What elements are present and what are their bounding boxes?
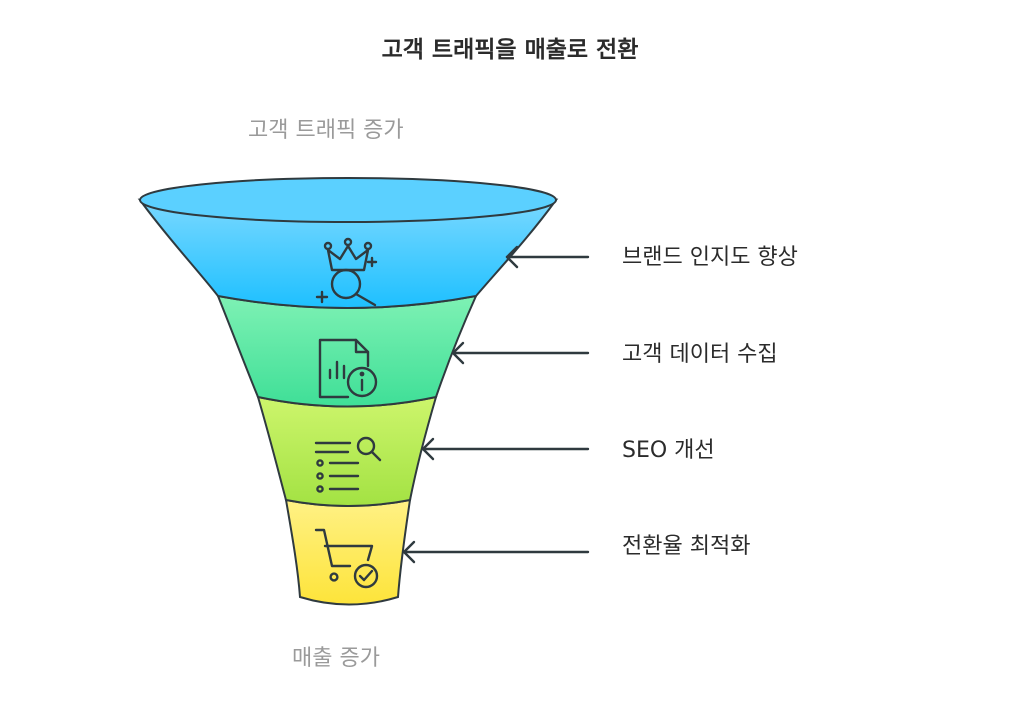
cart-check-icon (314, 528, 379, 589)
stage-label-3: SEO 개선 (622, 438, 715, 463)
arrow-stage-4 (402, 540, 590, 564)
stage-label-4: 전환율 최적화 (622, 534, 751, 559)
diagram-title: 고객 트래픽을 매출로 전환 (381, 37, 639, 63)
document-info-icon (318, 338, 378, 399)
stage-label-1: 브랜드 인지도 향상 (622, 245, 798, 270)
stage-label-2: 고객 데이터 수집 (622, 342, 778, 367)
arrow-stage-1 (505, 245, 590, 269)
crown-search-icon (315, 237, 378, 307)
funnel-segment-4 (284, 498, 412, 606)
funnel-bottom-label: 매출 증가 (292, 646, 380, 671)
list-search-icon (314, 436, 382, 493)
arrow-stage-3 (421, 437, 590, 461)
funnel-rim (139, 177, 557, 223)
arrow-stage-2 (451, 341, 590, 365)
funnel-top-label: 고객 트래픽 증가 (248, 118, 404, 143)
funnel-segment-2 (216, 294, 478, 408)
